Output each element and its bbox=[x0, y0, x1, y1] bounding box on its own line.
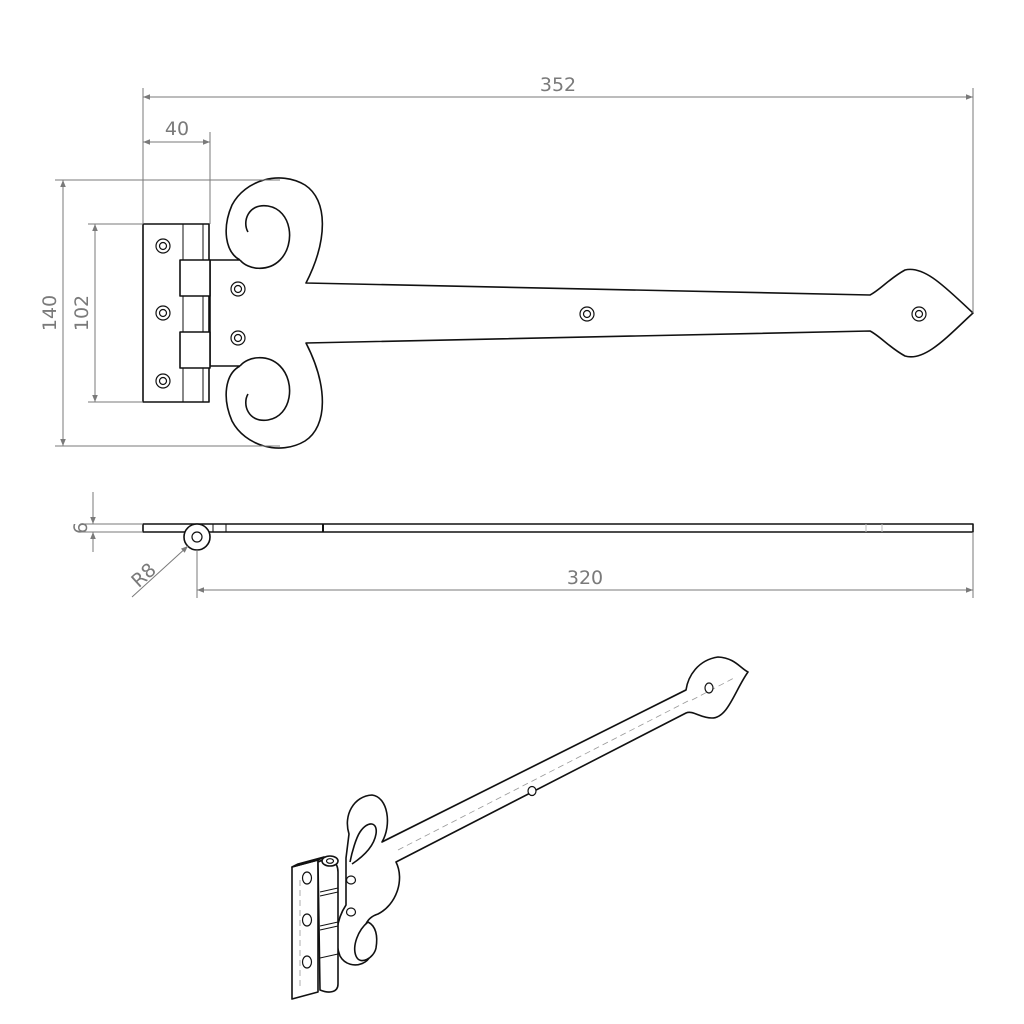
dim-352-label: 352 bbox=[540, 74, 576, 96]
upper-scroll-cutout bbox=[239, 205, 291, 270]
screw-holes bbox=[155, 238, 927, 389]
top-view: 352 40 140 102 bbox=[39, 74, 974, 449]
dimension-overall-height: 140 bbox=[39, 179, 280, 447]
iso-strap bbox=[335, 656, 749, 966]
dim-140-label: 140 bbox=[39, 295, 61, 331]
dimension-overall-length: 352 bbox=[142, 74, 974, 313]
dim-320-label: 320 bbox=[567, 567, 603, 589]
hinge-leaf bbox=[142, 223, 210, 403]
knuckle bbox=[179, 331, 211, 369]
lower-scroll-cutout bbox=[239, 356, 291, 421]
strap-side bbox=[142, 523, 974, 533]
dim-r8-label: R8 bbox=[127, 559, 161, 592]
dimension-leaf-width: 40 bbox=[143, 118, 211, 224]
dimension-knuckle-radius: R8 bbox=[127, 545, 189, 598]
knuckle bbox=[179, 259, 211, 297]
dimension-leaf-height: 102 bbox=[71, 223, 143, 403]
isometric-view bbox=[291, 656, 749, 1000]
dim-40-label: 40 bbox=[165, 118, 189, 140]
iso-upper-scroll bbox=[349, 823, 378, 865]
side-view: 6 R8 320 bbox=[70, 492, 974, 598]
iso-lower-scroll bbox=[353, 921, 378, 962]
dimension-thickness: 6 bbox=[70, 492, 143, 552]
dim-102-label: 102 bbox=[71, 295, 93, 331]
dimension-strap-length: 320 bbox=[196, 532, 974, 598]
iso-screw-holes bbox=[301, 682, 714, 969]
dim-6-label: 6 bbox=[70, 522, 92, 534]
